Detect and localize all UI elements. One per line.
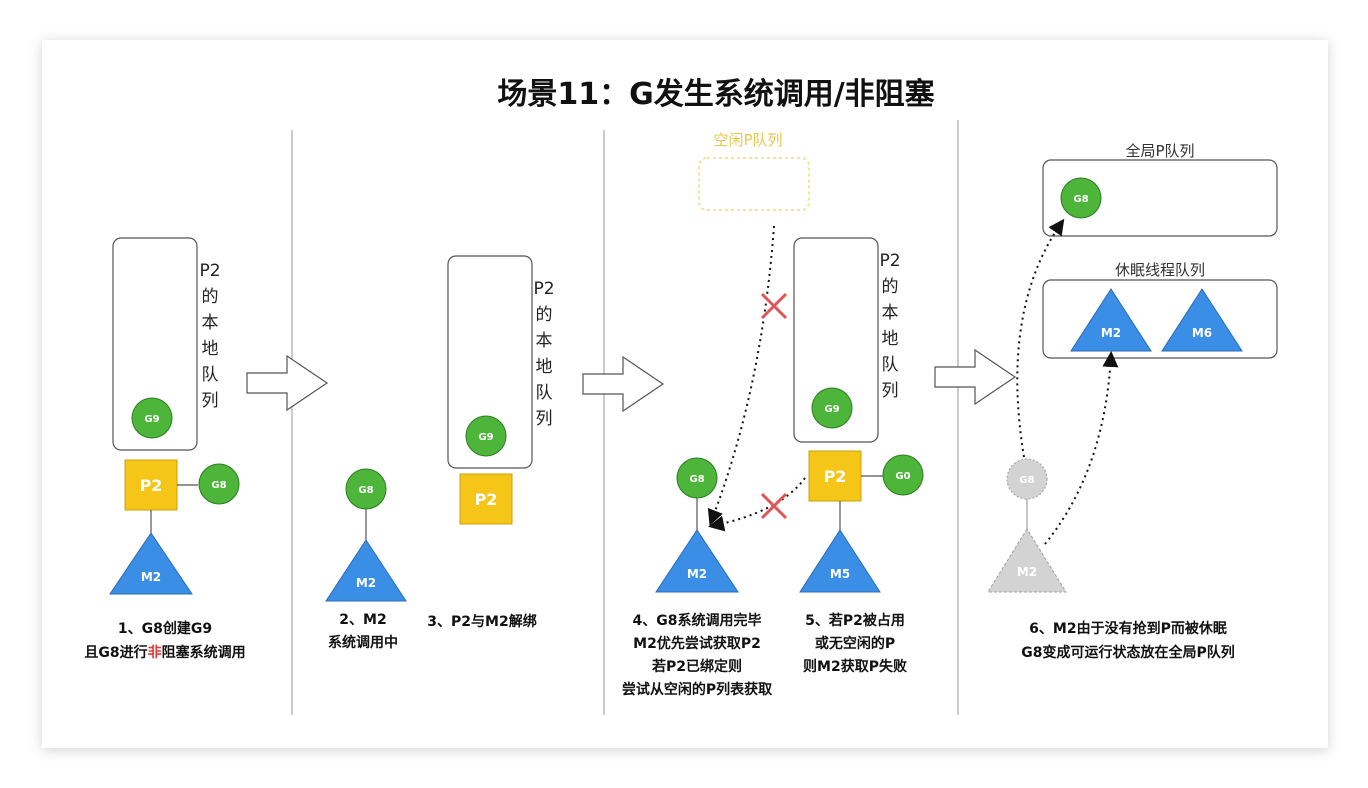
- svg-text:P2: P2: [199, 261, 220, 281]
- svg-text:G8: G8: [211, 480, 226, 491]
- step2-caption: 系统调用中: [328, 634, 398, 651]
- svg-text:4、G8系统调用完毕: 4、G8系统调用完毕: [633, 612, 762, 629]
- step6-caption: 6、M2由于没有抢到P而被休眠 G8变成可运行状态放在全局P队列: [1021, 620, 1235, 661]
- processor-p2: P2: [124, 459, 178, 511]
- step1-caption: 且G8进行非阻塞系统调用: [84, 644, 245, 661]
- svg-text:6、M2由于没有抢到P而被休眠: 6、M2由于没有抢到P而被休眠: [1029, 620, 1227, 637]
- local-queue-label: P2 的 本 地 队 列: [879, 251, 900, 401]
- faded-goroutine-g8: G8: [1006, 458, 1048, 500]
- goroutine-g8: G8: [345, 468, 387, 510]
- faded-machine-m2: M2: [987, 528, 1067, 593]
- goroutine-g9: G9: [465, 415, 507, 457]
- svg-text:G8: G8: [689, 474, 704, 485]
- svg-text:列: 列: [882, 381, 899, 401]
- svg-text:P2: P2: [879, 251, 900, 271]
- svg-text:M5: M5: [830, 567, 850, 581]
- machine-m2: M2: [655, 529, 739, 593]
- step1-caption: 1、G8创建G9: [118, 620, 212, 637]
- machine-m2: M2: [1070, 288, 1152, 352]
- dotted-arrow-to-sleep-queue: [1044, 351, 1119, 545]
- sleep-thread-queue-label: 休眠线程队列: [1115, 261, 1205, 279]
- svg-text:队: 队: [202, 365, 219, 385]
- svg-text:的: 的: [536, 305, 553, 325]
- svg-text:5、若P2被占用: 5、若P2被占用: [805, 612, 905, 629]
- transition-arrow: [582, 355, 665, 413]
- svg-text:本: 本: [882, 303, 899, 323]
- svg-text:P2: P2: [533, 279, 554, 299]
- svg-text:地: 地: [536, 357, 553, 377]
- transition-arrow: [246, 354, 329, 412]
- svg-text:G8: G8: [358, 485, 373, 496]
- p2-local-queue: [793, 237, 879, 443]
- goroutine-g8: G8: [676, 457, 718, 499]
- idle-p-list: [698, 157, 810, 211]
- cross-icon: [760, 492, 788, 520]
- cross-icon: [760, 292, 788, 320]
- dotted-arrow-from-idle-list: [707, 225, 775, 526]
- step2-caption: 2、M2: [339, 612, 386, 628]
- machine-m2: M2: [325, 539, 407, 602]
- svg-text:M2: M2: [687, 567, 707, 581]
- svg-text:G8: G8: [1073, 194, 1088, 205]
- svg-text:尝试从空闲的P列表获取: 尝试从空闲的P列表获取: [622, 681, 773, 698]
- global-p-queue-label: 全局P队列: [1125, 142, 1194, 160]
- goroutine-g9: G9: [131, 397, 173, 439]
- svg-text:G0: G0: [895, 471, 910, 482]
- svg-text:G8变成可运行状态放在全局P队列: G8变成可运行状态放在全局P队列: [1021, 644, 1235, 661]
- global-p-queue: [1042, 159, 1278, 237]
- svg-text:M2优先尝试获取P2: M2优先尝试获取P2: [633, 635, 761, 652]
- machine-m2: M2: [109, 532, 193, 595]
- svg-text:地: 地: [882, 329, 899, 349]
- processor-p2: P2: [808, 450, 862, 502]
- svg-text:列: 列: [202, 391, 219, 411]
- svg-text:若P2已绑定则: 若P2已绑定则: [651, 658, 742, 675]
- svg-text:队: 队: [882, 355, 899, 375]
- svg-text:M2: M2: [356, 576, 376, 590]
- machine-m5: M5: [799, 529, 881, 593]
- card-background: [42, 40, 1328, 748]
- svg-text:P2: P2: [824, 467, 847, 486]
- svg-text:P2: P2: [475, 490, 498, 509]
- svg-text:G9: G9: [144, 414, 159, 425]
- step5-caption: 5、若P2被占用 或无空闲的P 则M2获取P失败: [803, 612, 908, 675]
- goroutine-g8: G8: [1060, 177, 1102, 219]
- svg-text:G9: G9: [478, 432, 493, 443]
- p2-local-queue: [447, 255, 533, 469]
- svg-text:G8: G8: [1019, 475, 1034, 486]
- svg-text:或无空闲的P: 或无空闲的P: [815, 635, 895, 652]
- svg-text:则M2获取P失败: 则M2获取P失败: [803, 658, 908, 675]
- local-queue-label: P2 的 本 地 队 列: [199, 261, 220, 411]
- local-queue-label: P2 的 本 地 队 列: [533, 279, 554, 429]
- svg-text:M2: M2: [141, 570, 161, 584]
- goroutine-g0: G0: [882, 454, 924, 496]
- svg-text:的: 的: [882, 277, 899, 297]
- svg-text:列: 列: [536, 409, 553, 429]
- goroutine-g8: G8: [198, 463, 240, 505]
- svg-text:M6: M6: [1192, 326, 1212, 340]
- svg-text:G9: G9: [824, 404, 839, 415]
- processor-p2: P2: [459, 473, 513, 525]
- p2-local-queue: [112, 237, 198, 451]
- svg-text:地: 地: [202, 339, 219, 359]
- svg-text:M2: M2: [1101, 326, 1121, 340]
- idle-p-list-label: 空闲P队列: [713, 131, 782, 149]
- transition-arrow: [934, 348, 1017, 406]
- step4-caption: 4、G8系统调用完毕 M2优先尝试获取P2 若P2已绑定则 尝试从空闲的P列表获…: [622, 612, 773, 698]
- machine-m6: M6: [1161, 288, 1243, 352]
- svg-text:本: 本: [536, 331, 553, 351]
- page-title: 场景11：G发生系统调用/非阻塞: [497, 77, 934, 112]
- goroutine-g9: G9: [811, 387, 853, 429]
- svg-text:P2: P2: [140, 476, 163, 495]
- svg-text:的: 的: [202, 287, 219, 307]
- step3-caption: 3、P2与M2解绑: [427, 613, 536, 630]
- svg-text:本: 本: [202, 313, 219, 333]
- dotted-arrow-to-global-queue: [1016, 218, 1065, 458]
- svg-text:M2: M2: [1017, 565, 1037, 579]
- svg-text:队: 队: [536, 383, 553, 403]
